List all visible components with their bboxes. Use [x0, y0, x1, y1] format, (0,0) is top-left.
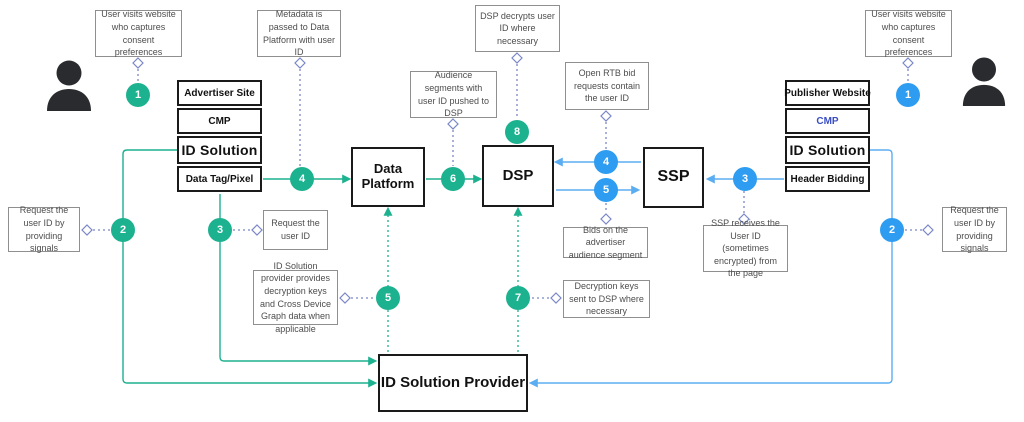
user-icon-left: [47, 60, 91, 111]
diamond-icon: [600, 110, 612, 122]
diamond-icon: [81, 224, 93, 236]
diamond-icon: [738, 213, 750, 225]
connector-diamonds: [81, 52, 934, 304]
id-solution-provider-node: ID Solution Provider: [378, 354, 528, 412]
step-badge-green-7: 7: [506, 286, 530, 310]
advertiser-site-box: Advertiser Site: [177, 80, 262, 106]
step-badge-green-8: 8: [505, 120, 529, 144]
publisher-website-box: Publisher Website: [784, 80, 871, 106]
data-tag-pixel-box: Data Tag/Pixel: [177, 166, 262, 192]
ssp-node: SSP: [643, 147, 704, 208]
diamond-icon: [339, 292, 351, 304]
step-badge-green-4: 4: [290, 167, 314, 191]
annotation-open-rtb: Open RTB bid requests contain the user I…: [565, 62, 649, 110]
diamond-icon: [447, 118, 459, 130]
cmp-box-left: CMP: [177, 108, 262, 134]
annotation-request-signals-right: Request the user ID by providing signals: [942, 205, 1007, 253]
annotation-bids: Bids on the advertiser audience segment: [563, 225, 648, 260]
line-idsolution-left-to-provider: [122, 149, 378, 388]
step-badge-green-2: 2: [111, 218, 135, 242]
step-badge-blue-1: 1: [896, 83, 920, 107]
step-badge-blue-5: 5: [594, 178, 618, 202]
step-badge-blue-4: 4: [594, 150, 618, 174]
cmp-box-right: CMP: [785, 108, 870, 134]
id-solution-box-left: ID Solution: [177, 136, 262, 164]
step-badge-green-6: 6: [441, 167, 465, 191]
diamond-icon: [511, 52, 523, 64]
dsp-node: DSP: [482, 145, 554, 207]
annotation-decryption-keys: Decryption keys sent to DSP where necess…: [563, 280, 650, 318]
diamond-icon: [294, 57, 306, 69]
header-bidding-box: Header Bidding: [785, 166, 870, 192]
step-badge-green-5: 5: [376, 286, 400, 310]
annotation-metadata: Metadata is passed to Data Platform with…: [257, 9, 341, 57]
line-datatag-to-provider: [219, 194, 378, 366]
diamond-icon: [902, 57, 914, 69]
diamond-icon: [132, 57, 144, 69]
diamond-icon: [251, 224, 263, 236]
annotation-ssp-receives: SSP receives the User ID (sometimes encr…: [703, 218, 788, 278]
annotation-audience-segments: Audience segments with user ID pushed to…: [410, 70, 497, 118]
step-badge-blue-3: 3: [733, 167, 757, 191]
step-badge-green-3: 3: [208, 218, 232, 242]
annotation-provider-keys: ID Solution provider provides decryption…: [253, 261, 338, 334]
id-solution-box-right: ID Solution: [785, 136, 870, 164]
annotation-dsp-decrypts: DSP decrypts user ID where necessary: [475, 5, 560, 52]
diamond-icon: [600, 213, 612, 225]
user-icon-right: [962, 57, 1006, 106]
annotation-user-visits-left: User visits website who captures consent…: [95, 9, 182, 57]
step-badge-blue-2: 2: [880, 218, 904, 242]
annotation-request-id: Request the user ID: [263, 210, 328, 250]
step-badge-green-1: 1: [126, 83, 150, 107]
data-platform-node: Data Platform: [351, 147, 425, 207]
annotation-connectors: [93, 64, 922, 299]
annotation-request-signals-left: Request the user ID by providing signals: [8, 205, 80, 253]
line-idsolution-right-to-provider: [528, 149, 893, 388]
annotation-user-visits-right: User visits website who captures consent…: [865, 9, 952, 57]
diamond-icon: [922, 224, 934, 236]
diamond-icon: [550, 292, 562, 304]
